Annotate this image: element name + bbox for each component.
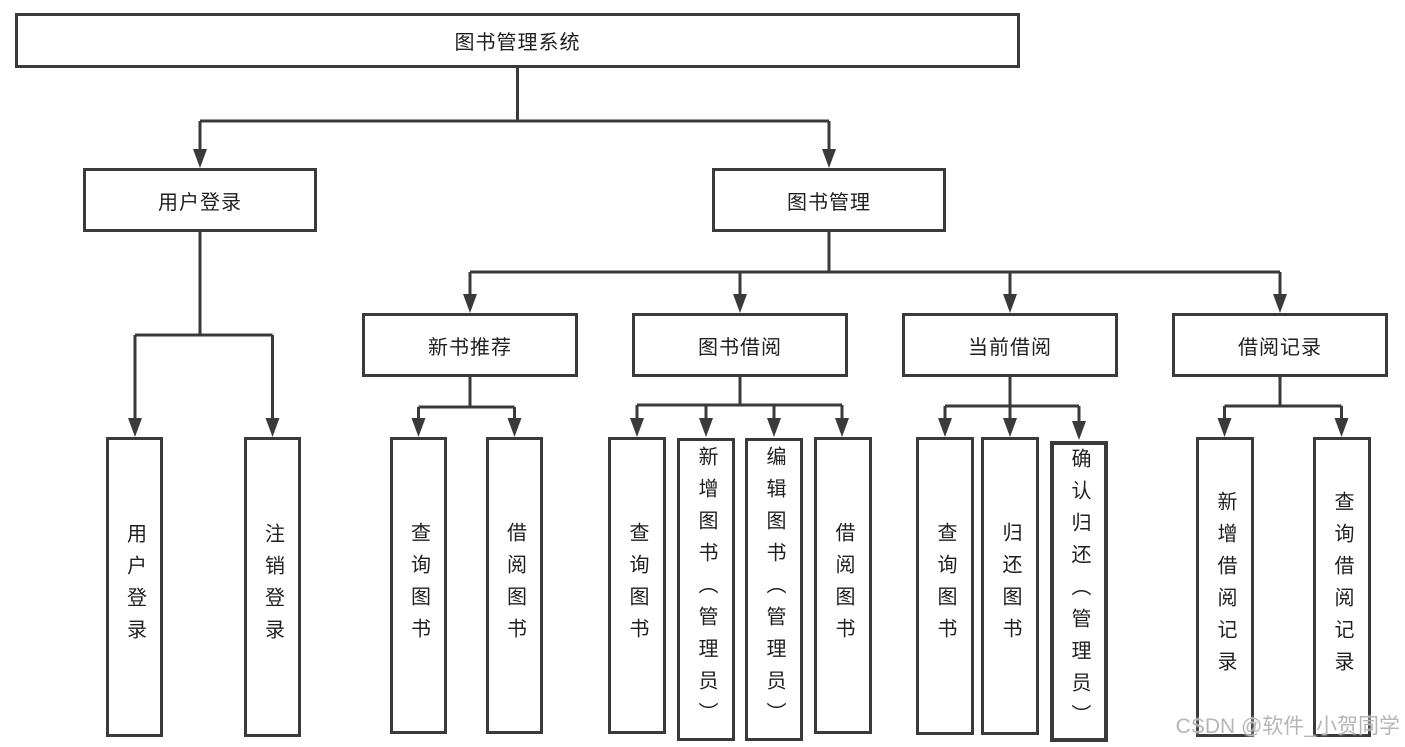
arrowhead: [835, 418, 849, 437]
leaf-bb-edit-books-admin: 编辑图书（管理员）: [745, 438, 803, 741]
arrowhead: [1334, 418, 1349, 437]
leaf-user-login: 用户登录: [106, 437, 163, 737]
watermark-text: CSDN @软件_小贺同学: [1175, 715, 1400, 738]
node-label: 新书推荐: [428, 336, 512, 359]
leaf-label: 用户登录: [123, 523, 146, 651]
leaf-label: 编辑图书（管理员）: [763, 445, 785, 734]
node-book-borrow: 图书借阅: [632, 313, 848, 377]
arrowhead: [938, 418, 952, 437]
leaf-bb-query-books: 查询图书: [608, 437, 666, 734]
leaf-label: 注销登录: [261, 523, 284, 651]
arrowhead: [1003, 294, 1017, 313]
node-borrow-records: 借阅记录: [1172, 313, 1388, 377]
leaf-label: 查询图书: [626, 521, 648, 650]
leaf-bb-borrow-books: 借阅图书: [814, 437, 872, 734]
node-user-login: 用户登录: [83, 168, 317, 232]
arrowhead: [463, 294, 477, 313]
leaf-label: 查询图书: [934, 522, 956, 650]
arrowhead: [1003, 418, 1017, 437]
leaf-br-add-record: 新增借阅记录: [1196, 437, 1254, 737]
leaf-label: 借阅图书: [503, 521, 526, 650]
leaf-label: 新增借阅记录: [1214, 491, 1236, 683]
node-current-borrow: 当前借阅: [902, 313, 1118, 377]
arrowhead: [128, 418, 142, 437]
leaf-nb-borrow-books: 借阅图书: [486, 437, 543, 734]
leaf-label: 查询图书: [407, 521, 430, 650]
node-label: 图书管理: [787, 191, 871, 214]
leaf-label: 借阅图书: [832, 521, 854, 650]
leaf-label: 查询借阅记录: [1331, 491, 1353, 683]
leaf-logout-login: 注销登录: [244, 437, 301, 737]
leaf-cb-confirm-return-admin: 确认归还（管理员）: [1050, 441, 1108, 742]
arrowhead: [1217, 418, 1232, 437]
node-label: 用户登录: [158, 191, 242, 214]
node-label: 当前借阅: [968, 336, 1052, 359]
leaf-br-query-record: 查询借阅记录: [1313, 437, 1371, 737]
node-label: 图书管理系统: [454, 32, 581, 54]
leaf-nb-query-books: 查询图书: [390, 437, 447, 734]
node-new-book-recommend: 新书推荐: [362, 313, 578, 377]
arrowhead: [265, 418, 280, 437]
node-label: 借阅记录: [1238, 336, 1322, 359]
node-book-management: 图书管理: [712, 168, 946, 232]
leaf-cb-query-books: 查询图书: [916, 437, 974, 735]
leaf-bb-add-books-admin: 新增图书（管理员）: [677, 438, 735, 741]
leaf-label: 确认归还（管理员）: [1068, 447, 1090, 736]
node-system-root: 图书管理系统: [15, 13, 1020, 68]
leaf-label: 归还图书: [999, 522, 1021, 650]
node-label: 图书借阅: [698, 336, 782, 359]
arrowhead: [507, 418, 522, 437]
arrowhead: [822, 149, 836, 168]
arrowhead: [630, 418, 644, 437]
arrowhead: [193, 149, 207, 168]
arrowhead: [411, 418, 426, 437]
arrowhead: [699, 418, 713, 437]
arrowhead: [733, 294, 747, 313]
arrowhead: [767, 418, 781, 437]
leaf-cb-return-books: 归还图书: [981, 437, 1039, 735]
arrowhead: [1072, 421, 1086, 440]
leaf-label: 新增图书（管理员）: [695, 445, 717, 734]
arrowhead: [1273, 294, 1287, 313]
